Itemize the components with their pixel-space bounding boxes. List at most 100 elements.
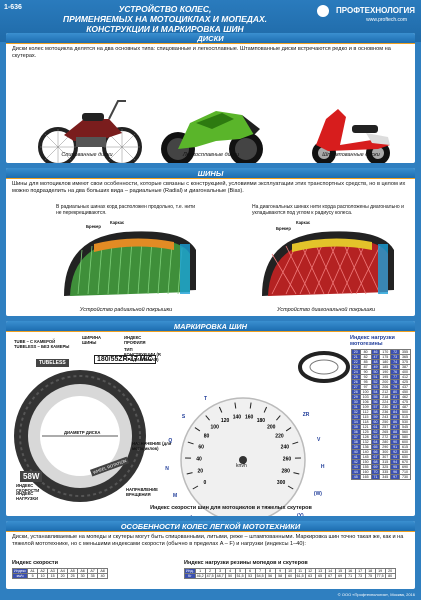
light-load-kg-cell: 67	[324, 573, 336, 579]
scooter-image	[312, 109, 390, 163]
light-speed-kmh-cell: 15	[47, 573, 59, 579]
tires-text: Шины для мотоциклов имеют свои особеннос…	[12, 181, 406, 194]
light-load-kg-cell: 48,7	[214, 573, 226, 579]
disks-banner: ДИСКИ	[6, 33, 415, 44]
caption-spoked: Спицованные диски	[61, 152, 113, 158]
load-table-cell: 730	[398, 474, 412, 480]
disks-text: Диски колес мотоцикла делятся на два осн…	[12, 46, 391, 59]
load-table-cell: 345	[379, 474, 392, 480]
load-table-cell: 45	[351, 474, 361, 480]
load-table-title: Индекс нагрузки мотоrезины	[350, 335, 395, 347]
light-load-kg-cell: 54,5	[254, 573, 266, 579]
bias-tire-diagram	[262, 231, 394, 296]
bias-carcass-label: Каркас	[296, 220, 311, 225]
load-table-cell: 97	[390, 474, 400, 480]
light-speed-index-cell: Индекс	[11, 568, 29, 574]
gauge-tick-label: 180	[257, 418, 266, 424]
footer: © ООО «Профтехнология», Москва, 2016	[337, 592, 415, 597]
load-table-cell: 165	[359, 474, 372, 480]
alloy-motorcycle-image	[161, 111, 263, 163]
gauge-tick	[292, 441, 299, 445]
caption-bias: Устройство диагональной покрышки	[276, 307, 376, 313]
speed-letter: M	[172, 492, 178, 499]
brand-logo-icon	[317, 5, 329, 17]
gauge-tick-label: 40	[196, 456, 202, 462]
light-panel: ОСОБЕННОСТИ КОЛЕС ЛЕГКОЙ МОТОТЕХНИКИ Дис…	[6, 521, 415, 589]
radial-note: В радиальных шинах корд расположен продо…	[56, 204, 196, 216]
gauge-tick-label: 220	[275, 433, 284, 439]
gauge-tick	[263, 406, 268, 413]
gauge-tick-label: 60	[198, 444, 204, 450]
light-speed-kmh-cell: 20	[57, 573, 69, 579]
gauge-tick-label: 100	[211, 424, 220, 430]
spoked-motorcycle-image	[38, 100, 142, 163]
light-load-kg-cell: 71	[344, 573, 356, 579]
gauge-tick-label: 140	[233, 414, 242, 420]
light-load-kg-cell: 50	[224, 573, 236, 579]
brand-name: ПРОФТЕХНОЛОГИЯ	[336, 6, 415, 15]
caption-stamped: Штампованные диски	[322, 152, 380, 158]
light-load-kg-cell: 46,2	[194, 573, 206, 579]
speed-letter: T	[204, 395, 208, 402]
radial-carcass-label: Каркас	[110, 220, 125, 225]
light-speed-kmh-cell: 25	[67, 573, 79, 579]
gauge-tick-label: 160	[245, 414, 254, 420]
label-direction: НАПРАВЛЕНИЕ ВРАЩЕНИЯ	[126, 487, 158, 497]
label-profile: ИНДЕКС ПРОФИЛЯ	[124, 335, 146, 345]
sidewall-load-speed: 58W	[20, 471, 43, 482]
label-radial: ТИП КОНСТРУКЦИИ (R – РАДИАЛЬНАЯ)	[124, 347, 161, 362]
light-load-kg-cell: 51,5	[234, 573, 246, 579]
light-load-index-cell: Инд.	[184, 568, 196, 574]
tire-sidewall-diagram	[14, 370, 146, 502]
page-title: УСТРОЙСТВО КОЛЕС, ПРИМЕНЯЕМЫХ НА МОТОЦИК…	[62, 4, 268, 34]
light-speed-kmh-cell: 30	[77, 573, 89, 579]
light-load-kg-cell: 65	[314, 573, 326, 579]
radial-tire-diagram	[64, 231, 196, 296]
brand-url: www.proftech.com	[366, 17, 407, 23]
speed-letter: (W)	[313, 490, 322, 497]
load-table-cell: 71	[370, 474, 381, 480]
poster-number: 1-636	[4, 4, 22, 11]
gauge-tick	[218, 406, 223, 413]
label-width: ШИРИНА ШИНЫ	[82, 335, 102, 345]
light-speed-kmh-cell: 40	[97, 573, 109, 579]
light-load-kg-cell: 75	[364, 573, 376, 579]
light-load-kg-cell: 77,5	[374, 573, 386, 579]
gauge-tick-label: 200	[267, 424, 276, 430]
light-speed-kmh-cell: 10	[37, 573, 49, 579]
light-load-kg-cell: 60	[284, 573, 296, 579]
light-load-kg-cell: 56	[264, 573, 276, 579]
gauge-tick	[285, 427, 292, 432]
tires-banner: ШИНЫ	[6, 168, 415, 179]
gauge-caption: Индекс скорости шин для мотоциклов и тяж…	[150, 505, 312, 511]
gauge-tick	[187, 441, 194, 445]
gauge-tick-label: 280	[282, 469, 291, 475]
marking-banner: МАРКИРОВКА ШИН	[6, 321, 415, 332]
gauge-tick-label: 80	[204, 433, 210, 439]
gauge-tick	[194, 427, 201, 432]
gauge-tick-label: 300	[277, 480, 286, 486]
light-load-kg-cell: 73	[354, 573, 366, 579]
gauge-tick	[192, 485, 199, 490]
light-load-kg-cell: 80	[384, 573, 396, 579]
gauge-tick-label: 20	[198, 469, 204, 475]
radial-breaker-label: Брекер	[86, 224, 101, 229]
label-speed-index: ИНДЕКС СКОРОСТИ	[16, 483, 40, 493]
label-tube: TUBE – С КАМЕРОЙ TUBELESS – БЕЗ КАМЕРЫ	[14, 339, 70, 349]
label-diameter: ДИАМЕТР ДИСКА	[64, 430, 101, 435]
